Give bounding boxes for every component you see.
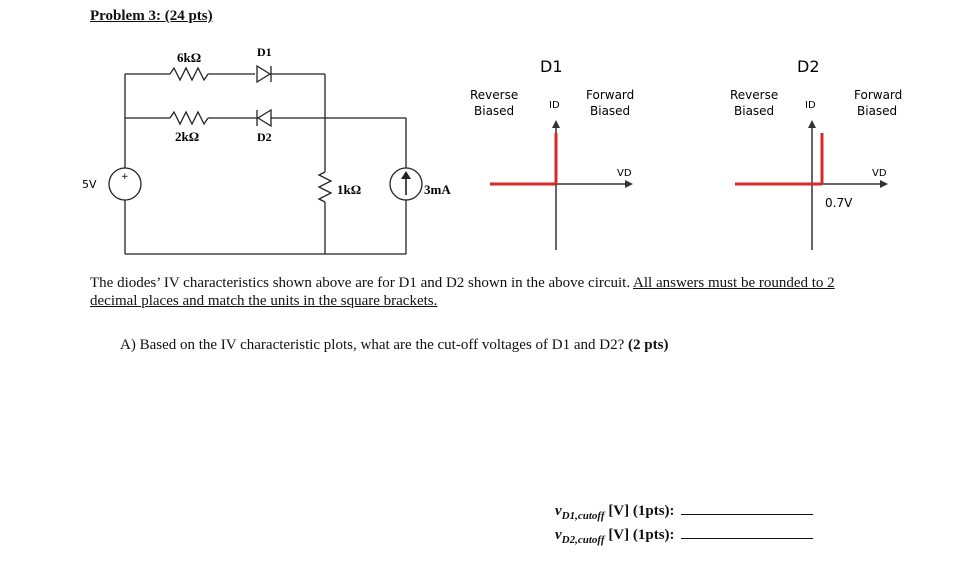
- d1-y-label: ID: [549, 100, 560, 111]
- problem-title: Problem 3: (24 pts): [90, 8, 213, 24]
- answer-row-d2: vD2,cutoff [V] (1pts):: [555, 527, 813, 546]
- question-a: A) Based on the IV characteristic plots,…: [120, 337, 668, 354]
- d2-y-label: ID: [805, 100, 816, 111]
- d2-left-label-2: Biased: [734, 104, 774, 118]
- label-source-v: 5V: [82, 178, 97, 191]
- label-d1: D1: [257, 45, 272, 59]
- answer-d2-sub: D2,cutoff: [561, 534, 605, 546]
- answer-d1-var: v: [555, 503, 562, 519]
- d2-right-label-1: Forward: [854, 88, 902, 102]
- answer-d2-unit: [V] (1pts):: [604, 527, 675, 543]
- d2-right-label-2: Biased: [857, 104, 897, 118]
- question-a-points: (2 pts): [628, 337, 669, 353]
- answer-row-d1: vD1,cutoff [V] (1pts):: [555, 503, 813, 522]
- answer-d1-sub: D1,cutoff: [561, 510, 605, 522]
- label-source-i: 3mA: [424, 182, 451, 197]
- resistor-2k: [169, 110, 209, 126]
- d2-x-arrow-icon: [880, 180, 888, 188]
- iv-plot-d2: D2 Reverse Biased Forward Biased ID VD 0…: [730, 57, 902, 250]
- d1-right-label-1: Forward: [586, 88, 634, 102]
- resistor-1k: [317, 171, 333, 203]
- d1-y-arrow-icon: [552, 120, 560, 128]
- diode-d2: [256, 108, 272, 128]
- instructions-paragraph: The diodes’ IV characteristics shown abo…: [90, 274, 850, 310]
- circuit-diagram: [124, 64, 407, 255]
- iv-plot-d1: D1 Reverse Biased Forward Biased ID VD: [470, 57, 634, 250]
- d1-title: D1: [540, 57, 563, 76]
- d1-left-label-1: Reverse: [470, 88, 518, 102]
- d1-x-arrow-icon: [625, 180, 633, 188]
- diode-d1: [256, 64, 272, 84]
- instructions-text: The diodes’ IV characteristics shown abo…: [90, 275, 634, 291]
- d1-left-label-2: Biased: [474, 104, 514, 118]
- d2-y-arrow-icon: [808, 120, 816, 128]
- answer-d2-blank[interactable]: [680, 538, 813, 539]
- label-d2: D2: [257, 130, 272, 144]
- label-r-mid: 2kΩ: [175, 129, 199, 144]
- label-r-top: 6kΩ: [177, 50, 201, 65]
- resistor-6k: [169, 66, 209, 82]
- current-arrow-icon: [401, 171, 411, 179]
- d2-threshold-label: 0.7V: [825, 196, 853, 210]
- question-a-text: A) Based on the IV characteristic plots,…: [120, 337, 629, 353]
- d2-x-label: VD: [872, 168, 887, 179]
- d1-x-label: VD: [617, 168, 632, 179]
- answer-d2-var: v: [555, 527, 562, 543]
- answer-d1-unit: [V] (1pts):: [604, 503, 675, 519]
- voltage-source: [108, 167, 142, 201]
- answer-d1-blank[interactable]: [680, 514, 813, 515]
- rounding-instruction: All answers must be rounded to 2 decimal…: [90, 275, 835, 309]
- figure: 6kΩ D1 2kΩ D2 5V + 1kΩ 3mA D1 Reverse Bi…: [82, 45, 902, 255]
- d2-title: D2: [797, 57, 820, 76]
- d1-right-label-2: Biased: [590, 104, 630, 118]
- d2-left-label-1: Reverse: [730, 88, 778, 102]
- label-r-load: 1kΩ: [337, 182, 361, 197]
- label-source-plus: +: [121, 172, 129, 182]
